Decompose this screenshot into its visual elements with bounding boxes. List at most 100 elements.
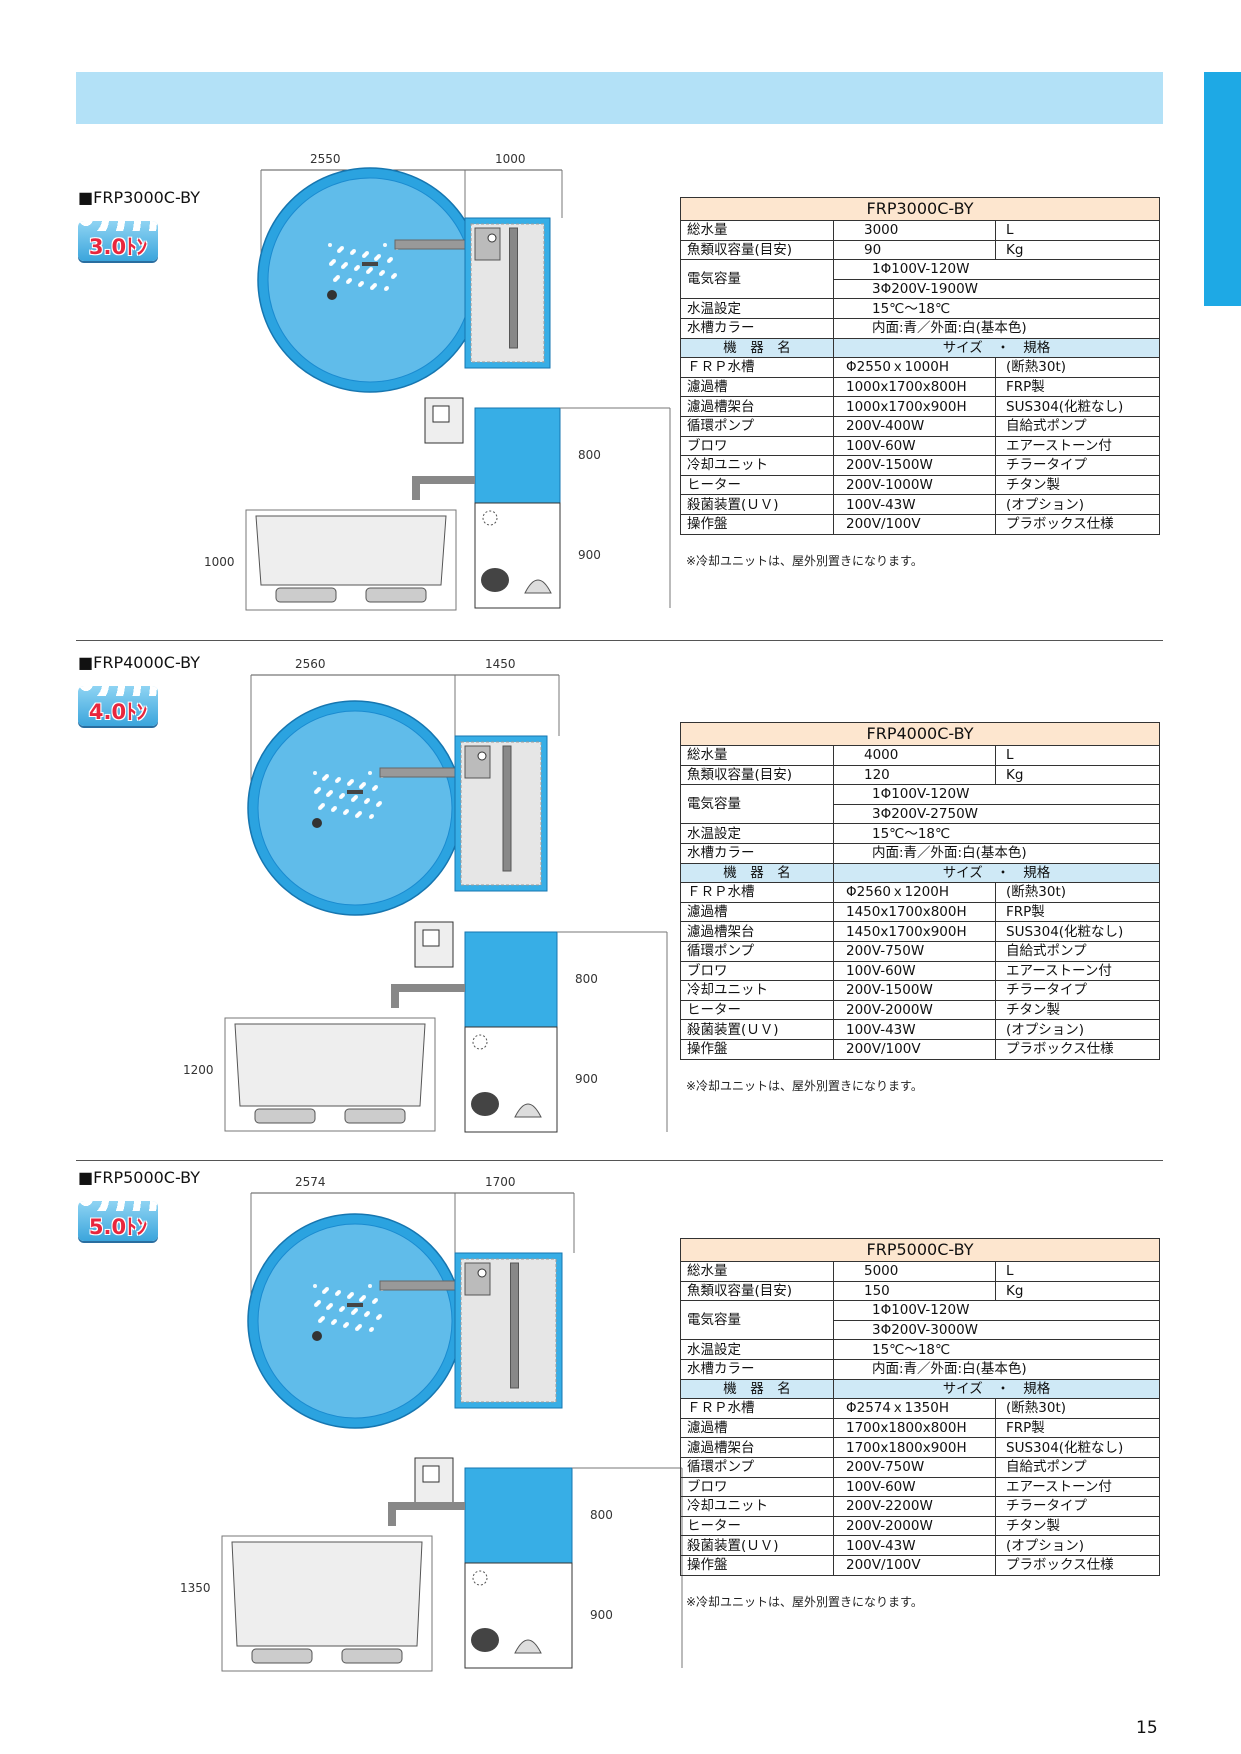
spec-value: FRP製 xyxy=(995,1417,1160,1439)
filter-tank-side-view xyxy=(464,1467,573,1564)
spec-value: 1700x1800x900H xyxy=(833,1437,996,1458)
dim-stand-height: 900 xyxy=(590,1608,613,1622)
spec-value: 200V-750W xyxy=(833,1456,996,1478)
spec-label: 殺菌装置(ＵＶ) xyxy=(680,494,834,515)
spec-label: 殺菌装置(ＵＶ) xyxy=(680,1535,834,1556)
page-number: 15 xyxy=(1136,1718,1158,1738)
badge-wave-icon xyxy=(78,686,158,696)
spec-header: サイズ ・ 規格 xyxy=(833,1378,1160,1400)
spec-value: 内面:青／外面:白(基本色) xyxy=(833,1358,1160,1380)
dim-tank-height: 1000 xyxy=(204,555,235,569)
dim-filter-width: 1450 xyxy=(485,657,516,671)
dim-tank-height: 1350 xyxy=(180,1581,211,1595)
spec-title: FRP4000C-BY xyxy=(680,722,1160,746)
pump-icon xyxy=(481,568,509,592)
dim-tank-height: 1200 xyxy=(183,1063,214,1077)
spec-label: 濾過槽架台 xyxy=(680,921,834,942)
spec-header: 機 器 名 xyxy=(680,862,834,884)
model-label: ■FRP4000C-BY xyxy=(78,653,201,672)
spec-label: 魚類収容量(目安) xyxy=(680,239,834,261)
spec-label: 操作盤 xyxy=(680,513,834,535)
dim-tank-width: 2574 xyxy=(295,1175,326,1189)
spec-label: 魚類収容量(目安) xyxy=(680,1280,834,1302)
spec-label: 殺菌装置(ＵＶ) xyxy=(680,1019,834,1040)
spec-value: 自給式ポンプ xyxy=(995,1456,1160,1478)
spec-value: Φ2560ｘ1200H xyxy=(833,882,996,903)
spec-unit: Kg xyxy=(995,1280,1160,1302)
dim-stand-height: 900 xyxy=(578,548,601,562)
dim-filter-height: 800 xyxy=(575,972,598,986)
spec-value: 3Φ200V-3000W xyxy=(833,1319,1160,1341)
dim-tank-width: 2550 xyxy=(310,152,341,166)
spec-label: ＦＲＰ水槽 xyxy=(680,882,834,903)
spec-title: FRP3000C-BY xyxy=(680,197,1160,221)
spec-value: チラータイプ xyxy=(995,980,1160,1001)
spec-label: 魚類収容量(目安) xyxy=(680,764,834,786)
spec-value: 自給式ポンプ xyxy=(995,415,1160,437)
spec-label: 総水量 xyxy=(680,220,834,241)
ton-badge: 3.0ﾄﾝ xyxy=(78,221,158,261)
pump-icon xyxy=(471,1092,499,1116)
spec-note: ※冷却ユニットは、屋外別置きになります。 xyxy=(686,554,923,568)
spec-title: FRP5000C-BY xyxy=(680,1238,1160,1262)
spec-value: (断熱30t) xyxy=(995,1398,1160,1419)
spec-value: エアーストーン付 xyxy=(995,960,1160,982)
spec-header: 機 器 名 xyxy=(680,337,834,359)
spec-value: Φ2574ｘ1350H xyxy=(833,1398,996,1419)
filter-tank-side-view xyxy=(464,931,558,1028)
spec-value: 1Φ100V-120W xyxy=(833,259,1160,280)
spec-value: 200V/100V xyxy=(833,1038,996,1060)
spec-label: 電気容量 xyxy=(680,784,834,825)
spec-label: 操作盤 xyxy=(680,1038,834,1060)
section-divider xyxy=(76,640,1163,641)
spec-value: チタン製 xyxy=(995,1515,1160,1537)
spec-value: (オプション) xyxy=(995,1535,1160,1556)
model-label: ■FRP3000C-BY xyxy=(78,188,201,207)
spec-value: チラータイプ xyxy=(995,1496,1160,1517)
spec-value: 200V/100V xyxy=(833,1554,996,1576)
spec-value: 100V-60W xyxy=(833,960,996,982)
spec-value: エアーストーン付 xyxy=(995,1476,1160,1498)
drain-icon xyxy=(327,290,337,300)
badge-wave-icon xyxy=(78,1201,158,1211)
dim-filter-width: 1700 xyxy=(485,1175,516,1189)
spec-value: プラボックス仕様 xyxy=(995,513,1160,535)
spec-label: 総水量 xyxy=(680,1261,834,1282)
spec-value: 200V-400W xyxy=(833,415,996,437)
spec-label: 操作盤 xyxy=(680,1554,834,1576)
tank-side-view xyxy=(231,1541,423,1647)
dim-filter-width: 1000 xyxy=(495,152,526,166)
ton-badge-text: 3.0ﾄﾝ xyxy=(88,235,148,259)
spec-value: 100V-43W xyxy=(833,1535,996,1556)
spec-header: 機 器 名 xyxy=(680,1378,834,1400)
spec-label: 濾過槽架台 xyxy=(680,396,834,417)
spec-label: 循環ポンプ xyxy=(680,1456,834,1478)
blower-icon xyxy=(524,579,552,594)
spec-value: 100V-60W xyxy=(833,1476,996,1498)
spec-header: サイズ ・ 規格 xyxy=(833,862,1160,884)
dim-stand-height: 900 xyxy=(575,1072,598,1086)
spec-value: Φ2550ｘ1000H xyxy=(833,357,996,378)
spec-label: ブロワ xyxy=(680,1476,834,1498)
section-divider xyxy=(76,1160,1163,1161)
spec-label: ＦＲＰ水槽 xyxy=(680,1398,834,1419)
spec-label: 電気容量 xyxy=(680,259,834,300)
spec-label: 循環ポンプ xyxy=(680,940,834,962)
spec-value: 5000 xyxy=(833,1261,996,1282)
filter-tank-side-view xyxy=(474,407,561,504)
ton-badge: 5.0ﾄﾝ xyxy=(78,1201,158,1241)
dim-filter-height: 800 xyxy=(578,448,601,462)
spec-header: サイズ ・ 規格 xyxy=(833,337,1160,359)
badge-wave-icon xyxy=(78,221,158,231)
tank-side-view xyxy=(255,515,447,586)
spec-label: 濾過槽 xyxy=(680,1417,834,1439)
model-label: ■FRP5000C-BY xyxy=(78,1168,201,1187)
spec-value: SUS304(化粧なし) xyxy=(995,1437,1160,1458)
dim-filter-height: 800 xyxy=(590,1508,613,1522)
spec-value: チタン製 xyxy=(995,999,1160,1021)
spec-label: 水槽カラー xyxy=(680,1358,834,1380)
